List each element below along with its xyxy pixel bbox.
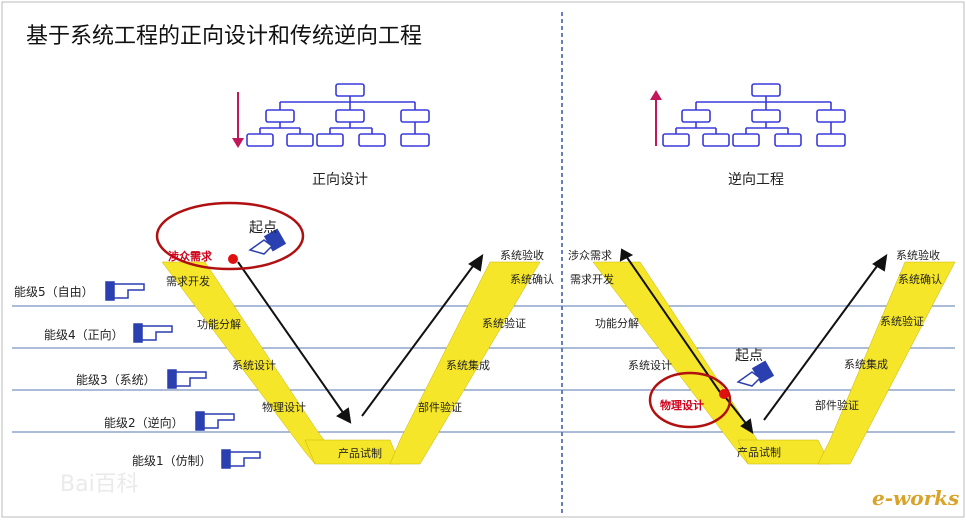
left-product-trial: 产品试制 bbox=[338, 446, 382, 460]
start-dot-left bbox=[228, 254, 238, 264]
left-system-verify: 系统验证 bbox=[482, 316, 526, 330]
right-physical-design: 物理设计 bbox=[660, 398, 704, 412]
org-chart-right bbox=[662, 83, 846, 147]
arrow-up-red-icon bbox=[650, 90, 662, 146]
left-function-decomp: 功能分解 bbox=[197, 317, 241, 331]
left-physical-design: 物理设计 bbox=[262, 400, 306, 414]
eworks-logo: e-works bbox=[872, 486, 960, 510]
right-system-design: 系统设计 bbox=[628, 359, 672, 372]
right-system-integration: 系统集成 bbox=[844, 357, 888, 371]
left-flow-arrows bbox=[237, 253, 484, 424]
page-title: 基于系统工程的正向设计和传统逆向工程 bbox=[26, 24, 423, 49]
level-1-label: 能级1（仿制） bbox=[132, 454, 212, 468]
right-product-trial: 产品试制 bbox=[737, 445, 781, 459]
right-v-band bbox=[592, 261, 956, 465]
org-chart-left bbox=[246, 83, 430, 147]
pointing-hand-icon bbox=[248, 228, 287, 255]
caption-forward-design: 正向设计 bbox=[312, 172, 368, 188]
right-system-verify: 系统验证 bbox=[880, 314, 924, 328]
start-ellipse-right bbox=[648, 371, 732, 429]
start-ellipse-left bbox=[155, 201, 305, 271]
right-system-accept: 系统验收 bbox=[896, 248, 940, 262]
watermark: Bai百科 bbox=[60, 472, 139, 497]
left-component-verify: 部件验证 bbox=[418, 400, 462, 414]
caption-reverse-engineering: 逆向工程 bbox=[728, 172, 784, 188]
level-hand-icons bbox=[105, 281, 261, 469]
right-requirement-dev: 需求开发 bbox=[570, 272, 614, 286]
start-label-left: 起点 bbox=[249, 220, 277, 236]
level-5-label: 能级5（自由） bbox=[14, 285, 94, 299]
right-component-verify: 部件验证 bbox=[815, 398, 859, 412]
level-2-label: 能级2（逆向） bbox=[104, 415, 184, 430]
left-system-accept: 系统验收 bbox=[500, 248, 544, 262]
right-system-validate: 系统确认 bbox=[898, 273, 942, 286]
left-system-validate: 系统确认 bbox=[510, 273, 554, 286]
left-system-integration: 系统集成 bbox=[446, 358, 490, 372]
left-v-band bbox=[161, 261, 541, 465]
left-system-design: 系统设计 bbox=[232, 359, 276, 372]
pointing-hand-icon bbox=[736, 360, 775, 387]
left-stakeholder-needs: 涉众需求 bbox=[168, 249, 213, 263]
level-3-label: 能级3（系统） bbox=[76, 373, 156, 387]
start-label-right: 起点 bbox=[735, 348, 763, 364]
right-stakeholder-needs: 涉众需求 bbox=[568, 248, 612, 262]
level-4-label: 能级4（正向） bbox=[44, 327, 124, 342]
right-function-decomp: 功能分解 bbox=[595, 316, 639, 330]
left-requirement-dev: 需求开发 bbox=[166, 274, 210, 288]
start-dot-right bbox=[719, 389, 729, 399]
arrow-down-red-icon bbox=[232, 92, 244, 148]
